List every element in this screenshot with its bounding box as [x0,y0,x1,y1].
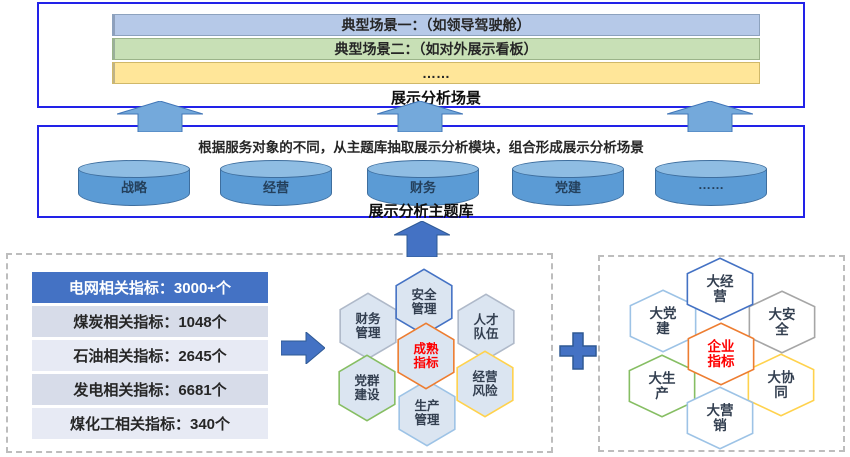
flow-up-arrow-middle-icon [377,101,463,132]
hex-big-synergy: 大协同 [747,353,815,417]
hex-safety-management: 安全管理 [395,268,453,336]
indicator-row-oil: 石油相关指标：2645个 [32,340,268,371]
theme-db-strategy: 战略 [78,160,190,206]
hex-party-group-building: 党群建设 [338,354,396,422]
hex-big-safety: 大安全 [748,290,816,354]
scenario-bar-1: 典型场景一：（如领导驾驶舱） [112,14,760,36]
flow-up-arrow-left-icon [117,101,203,132]
indicator-row-coal: 煤炭相关指标：1048个 [32,306,268,337]
indicator-row-power: 发电相关指标：6681个 [32,374,268,405]
scenario-bar-ellipsis: …… [112,62,760,84]
scenario-bar-2: 典型场景二：（如对外展示看板） [112,38,760,60]
theme-db-finance: 财务 [367,160,479,206]
hex-production-management: 生产管理 [398,379,456,447]
theme-db-operation: 经营 [220,160,332,206]
database-cylinder-icon [512,160,624,178]
hex-talent-team: 人才队伍 [457,293,515,361]
theme-section-description: 根据服务对象的不同，从主题库抽取展示分析模块，组合形成展示分析场景 [198,140,644,155]
hex-enterprise-indicators: 企业指标 [687,322,755,386]
database-cylinder-icon [367,160,479,178]
database-cylinder-icon [78,160,190,178]
database-cylinder-icon [220,160,332,178]
hex-operation-risk: 经营风险 [456,350,514,418]
plus-icon [559,332,597,370]
solid-up-arrow-icon [394,221,450,257]
hex-big-operation: 大经营 [686,257,754,321]
theme-db-more: …… [655,160,767,206]
indicator-row-coal-chemical: 煤化工相关指标：340个 [32,408,268,439]
indicator-row-grid: 电网相关指标：3000+个 [32,272,268,303]
hex-finance-management: 财务管理 [339,292,397,360]
hex-mature-indicators: 成熟指标 [397,322,455,390]
theme-section-caption: 展示分析主题库 [368,203,474,220]
theme-db-party: 党建 [512,160,624,206]
database-cylinder-icon [655,160,767,178]
solid-right-arrow-icon [281,332,325,364]
hex-big-production: 大生产 [628,354,696,418]
flow-up-arrow-right-icon [667,101,753,132]
hex-big-party-building: 大党建 [629,289,697,353]
hex-big-marketing: 大营销 [686,386,754,450]
